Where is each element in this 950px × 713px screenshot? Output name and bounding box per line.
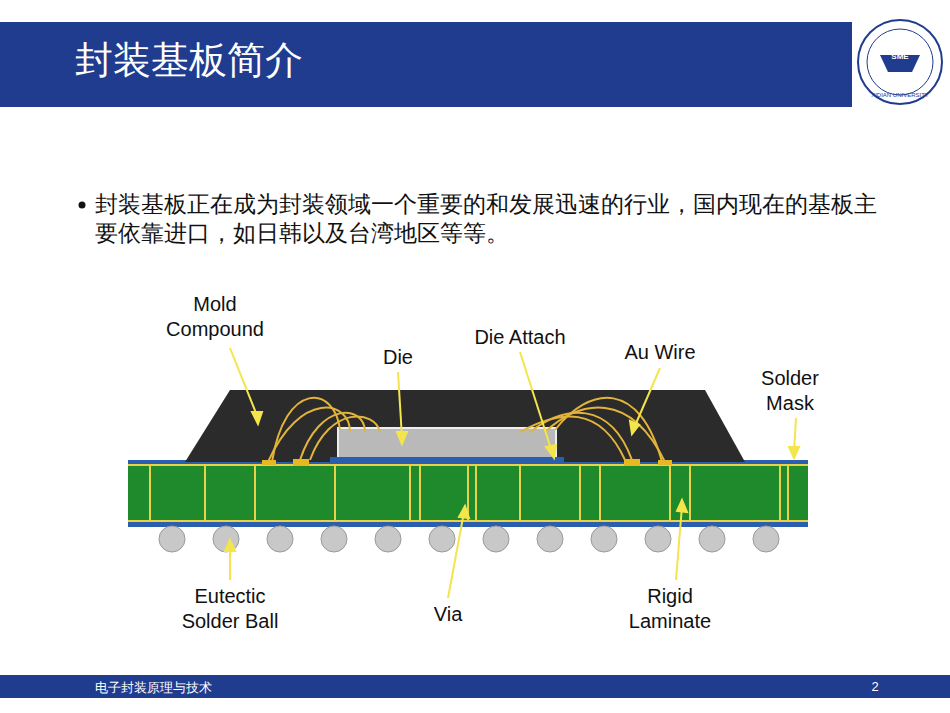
solder-ball xyxy=(159,526,185,552)
part-label: Au Wire xyxy=(605,340,715,365)
solder-ball xyxy=(321,526,347,552)
via-line xyxy=(579,465,581,521)
via-line xyxy=(149,465,151,521)
part-label: Via xyxy=(418,602,478,627)
au-wires xyxy=(268,398,665,462)
solder-ball xyxy=(753,526,779,552)
via-line xyxy=(204,465,206,521)
solder-balls xyxy=(159,526,779,552)
laminate xyxy=(128,462,808,526)
part-label: Eutectic Solder Ball xyxy=(165,584,295,634)
via-line xyxy=(669,465,671,521)
part-label: Die xyxy=(368,345,428,370)
vias xyxy=(150,465,788,521)
via-line xyxy=(787,465,789,521)
part-label: Mold Compound xyxy=(150,292,280,342)
solder-ball xyxy=(645,526,671,552)
via-line xyxy=(475,465,477,521)
title-bar xyxy=(0,22,950,107)
solder-ball xyxy=(375,526,401,552)
part-label: Rigid Laminate xyxy=(615,584,725,634)
via-line xyxy=(419,465,421,521)
solder-ball xyxy=(213,526,239,552)
footer-bar xyxy=(0,675,950,698)
bullet-text: 封装基板正在成为封装领域一个重要的和发展迅速的行业，国内现在的基板主要依靠进口，… xyxy=(95,190,895,248)
page-number: 2 xyxy=(860,679,890,694)
logo-text: XIDIAN UNIVERSITY xyxy=(864,92,936,98)
solder-ball xyxy=(537,526,563,552)
die-attach xyxy=(330,457,564,462)
via-line xyxy=(779,465,781,521)
slide-title: 封装基板简介 xyxy=(75,38,303,84)
part-label: Die Attach xyxy=(455,325,585,350)
logo-ring xyxy=(867,29,933,95)
logo-ring xyxy=(858,20,942,104)
die xyxy=(338,428,556,458)
solder-ball xyxy=(429,526,455,552)
via-line xyxy=(409,465,411,521)
via-line xyxy=(519,465,521,521)
logo-ground xyxy=(852,20,950,108)
via-line xyxy=(689,465,691,521)
part-label: Solder Mask xyxy=(745,366,835,416)
solder-ball xyxy=(699,526,725,552)
via-line xyxy=(334,465,336,521)
mold-compound xyxy=(185,390,745,462)
footer-text: 电子封装原理与技术 xyxy=(95,679,395,697)
via-line xyxy=(599,465,601,521)
solder-ball xyxy=(591,526,617,552)
logo-text: SME xyxy=(882,52,918,61)
solder-ball xyxy=(483,526,509,552)
solder-ball xyxy=(267,526,293,552)
via-line xyxy=(254,465,256,521)
leader-lines xyxy=(225,348,799,598)
bond-pads xyxy=(262,459,672,466)
bullet-dot xyxy=(79,202,86,209)
